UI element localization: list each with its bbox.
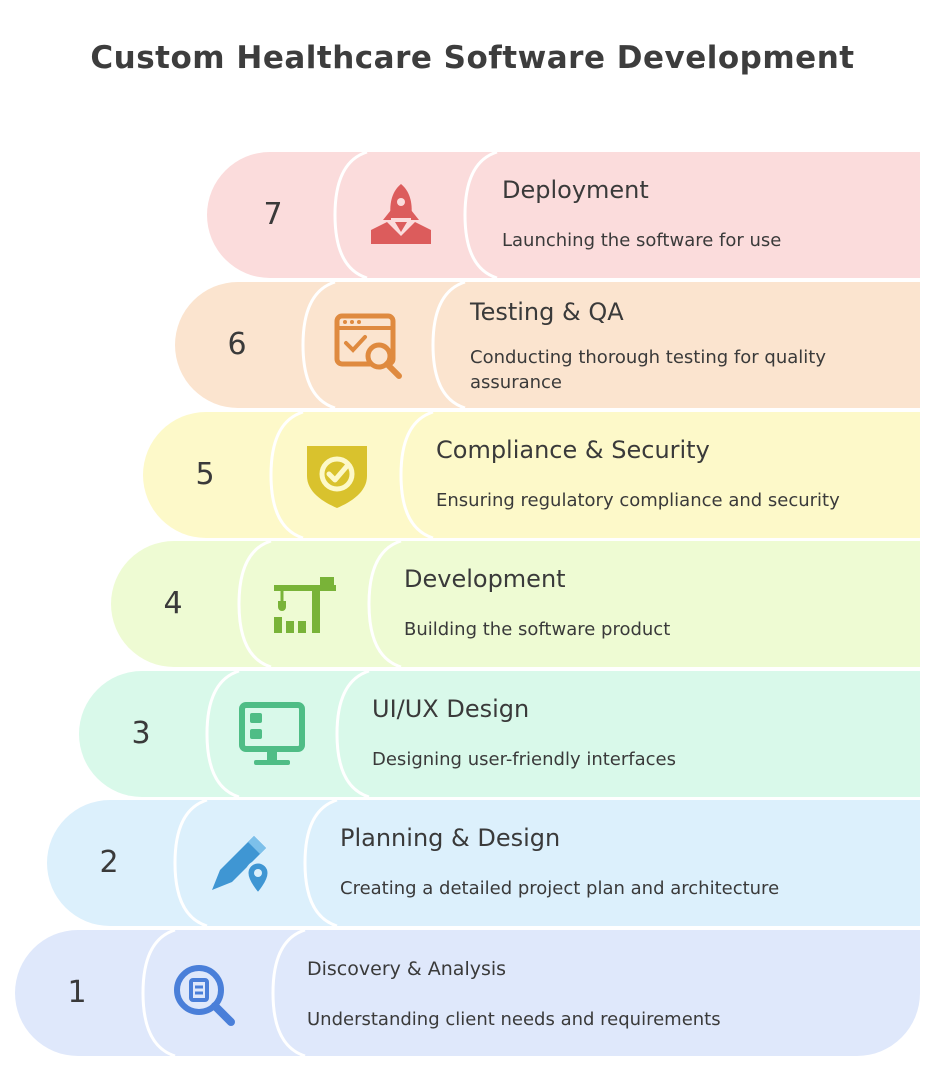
step-1-shape	[15, 930, 920, 1056]
step-5: 5 Compliance & Security Ensuring regulat…	[143, 412, 920, 538]
step-2-shape	[47, 800, 920, 926]
shield-check-icon	[301, 440, 373, 512]
rocket-launch-icon	[365, 180, 437, 252]
step-7-number: 7	[263, 197, 283, 232]
step-1-heading: Discovery & Analysis	[307, 958, 507, 980]
step-3-heading: UI/UX Design	[372, 695, 530, 723]
step-7: 7 Deployment Launching the software for …	[207, 152, 920, 278]
step-2-heading: Planning & Design	[340, 824, 561, 852]
step-2-number: 2	[99, 845, 119, 880]
step-3: 3 UI/UX Design Designing user-friendly i…	[79, 671, 920, 797]
pencil-location-icon	[202, 828, 274, 900]
step-7-heading: Deployment	[502, 176, 649, 204]
diagram-title: Custom Healthcare Software Development	[90, 40, 855, 76]
step-4: 4 Development Building the software prod…	[111, 541, 920, 667]
step-4-number: 4	[163, 586, 183, 621]
step-2: 2 Planning & Design Creating a detailed …	[47, 800, 920, 926]
step-1-description: Understanding client needs and requireme…	[307, 1009, 721, 1030]
monitor-icon	[236, 699, 308, 771]
step-4-shape	[111, 541, 920, 667]
step-6-heading: Testing & QA	[470, 298, 624, 326]
step-5-description: Ensuring regulatory compliance and secur…	[436, 490, 840, 511]
step-2-description: Creating a detailed project plan and arc…	[340, 878, 780, 899]
step-5-heading: Compliance & Security	[436, 436, 710, 464]
step-6-number: 6	[227, 327, 247, 362]
step-6: 6 Testing & QA Conducting thorough testi…	[175, 282, 920, 408]
browser-search-icon	[333, 310, 405, 382]
step-1-number: 1	[67, 975, 87, 1010]
step-7-shape	[207, 152, 920, 278]
step-5-number: 5	[195, 457, 215, 492]
step-5-shape	[143, 412, 920, 538]
step-3-shape	[79, 671, 920, 797]
step-3-number: 3	[131, 716, 151, 751]
search-document-icon	[167, 958, 239, 1030]
step-7-description: Launching the software for use	[502, 230, 782, 251]
step-4-heading: Development	[404, 565, 566, 593]
crane-icon	[266, 569, 338, 641]
step-1: 1 Discovery & Analysis Understanding cli…	[15, 930, 920, 1056]
step-3-description: Designing user-friendly interfaces	[372, 749, 676, 770]
step-4-description: Building the software product	[404, 619, 671, 640]
step-6-description: Conducting thorough testing for quality …	[470, 347, 826, 393]
